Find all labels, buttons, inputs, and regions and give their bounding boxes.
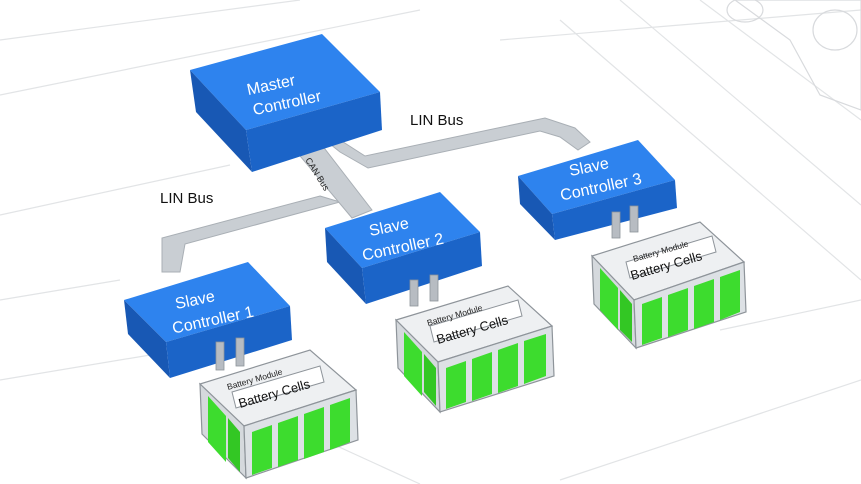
lin-bus-cables [161, 117, 591, 273]
master-controller [190, 34, 382, 172]
slave-controller-2 [325, 192, 482, 304]
lin-bus-label-left: LIN Bus [160, 190, 213, 207]
slave-controller-3 [518, 140, 677, 240]
battery-module-1 [198, 349, 359, 480]
battery-module-2 [394, 285, 555, 414]
battery-module-3 [590, 221, 747, 350]
connector-pins [215, 205, 639, 371]
lin-bus-label-right: LIN Bus [410, 112, 463, 129]
slave-controller-1 [124, 262, 292, 378]
background-component [726, 0, 861, 111]
